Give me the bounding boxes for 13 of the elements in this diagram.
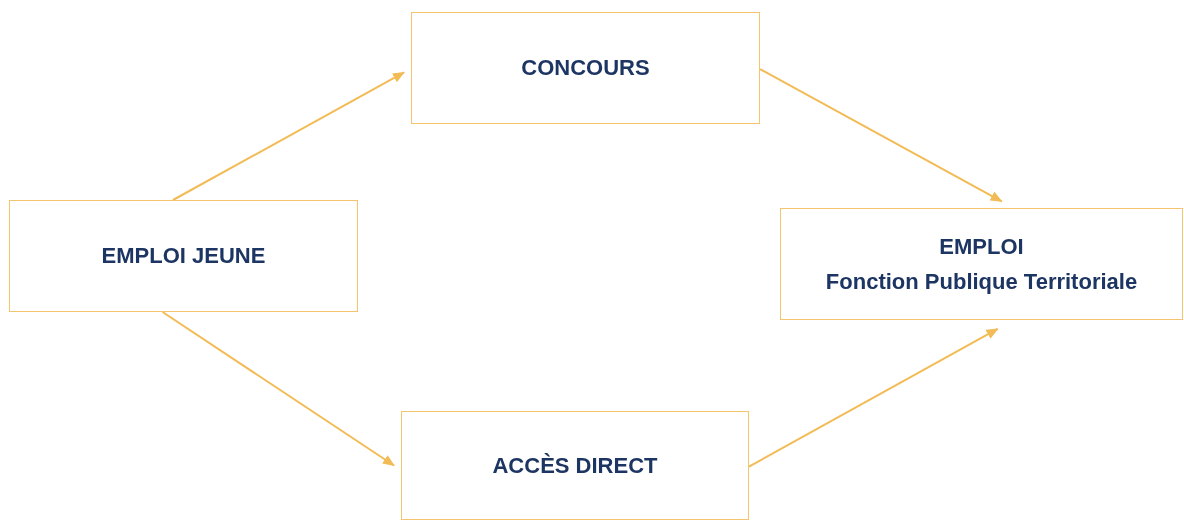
process-box [411, 12, 760, 124]
box-label: ACCÈS DIRECT [492, 451, 658, 480]
box-label: EMPLOI JEUNE [101, 242, 266, 270]
arrow [161, 311, 396, 467]
process-box [9, 200, 358, 312]
process-box [780, 208, 1183, 320]
process-box [401, 411, 749, 520]
box-label: CONCOURS [521, 54, 650, 82]
box-label: EMPLOI [939, 232, 1024, 260]
arrow [759, 68, 1003, 203]
box-label: Fonction Publique Territoriale [825, 268, 1138, 296]
arrow [748, 327, 999, 468]
arrow [172, 71, 405, 201]
